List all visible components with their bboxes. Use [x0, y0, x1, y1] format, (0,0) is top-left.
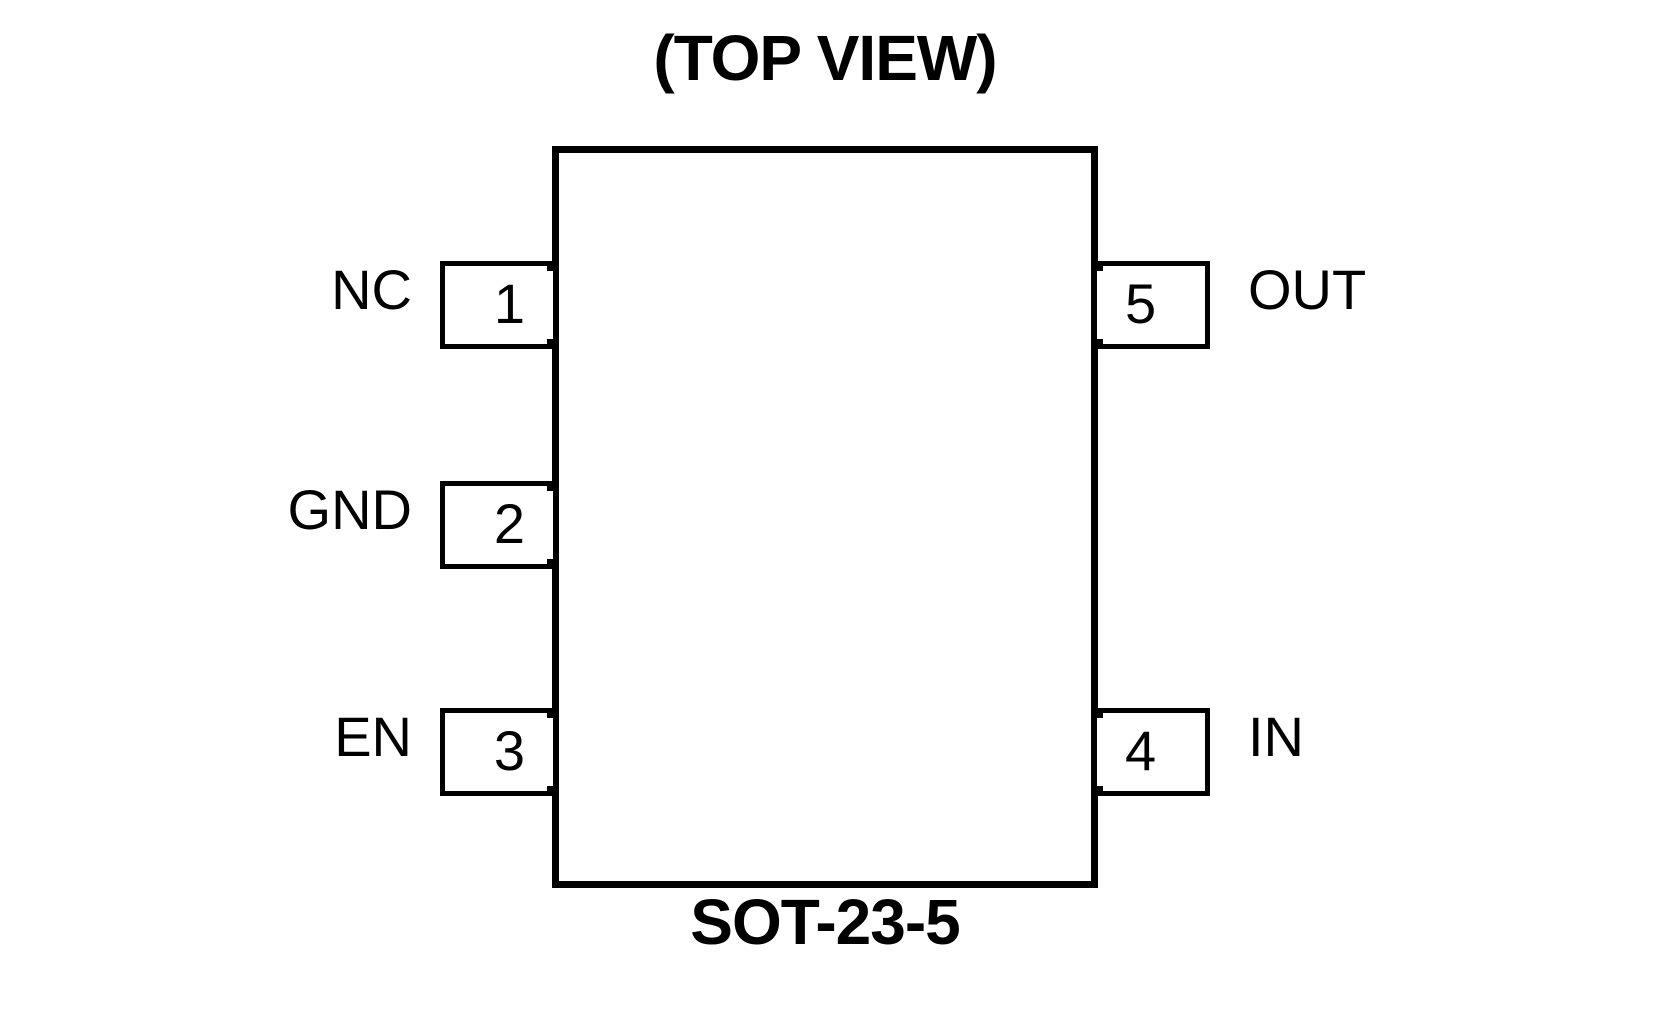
package-name-label: SOT-23-5: [690, 886, 960, 958]
pin-pad-3: 3: [440, 708, 553, 796]
pin-pad-5: 5: [1097, 261, 1210, 349]
pin-label-nc: NC: [331, 258, 412, 321]
view-title: (TOP VIEW): [653, 22, 997, 94]
pin-number-4: 4: [1125, 718, 1157, 782]
pin-pad-4: 4: [1097, 708, 1210, 796]
pin-pad-1: 1: [440, 261, 553, 349]
pin-number-5: 5: [1125, 271, 1157, 335]
pin-label-gnd: GND: [287, 478, 412, 541]
pin-label-in: IN: [1248, 705, 1304, 768]
pin-label-en: EN: [334, 705, 412, 768]
pin-number-1: 1: [493, 271, 525, 335]
pin-number-3: 3: [493, 718, 525, 782]
pin-pad-2: 2: [440, 481, 553, 569]
pin-label-out: OUT: [1248, 258, 1367, 321]
pin-number-2: 2: [493, 491, 525, 555]
package-body: [552, 146, 1098, 888]
